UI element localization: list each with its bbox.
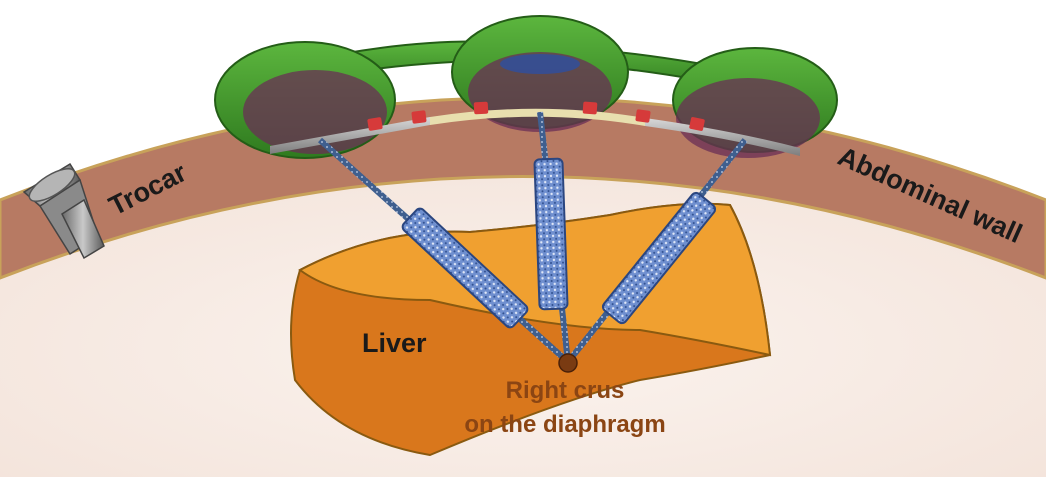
crus-label-line1: Right crus <box>506 377 625 404</box>
crus-label-line2: on the diaphragm <box>464 411 665 438</box>
anchor-point <box>559 354 577 372</box>
magnet-center <box>534 159 567 310</box>
liver-label: Liver <box>362 328 427 358</box>
